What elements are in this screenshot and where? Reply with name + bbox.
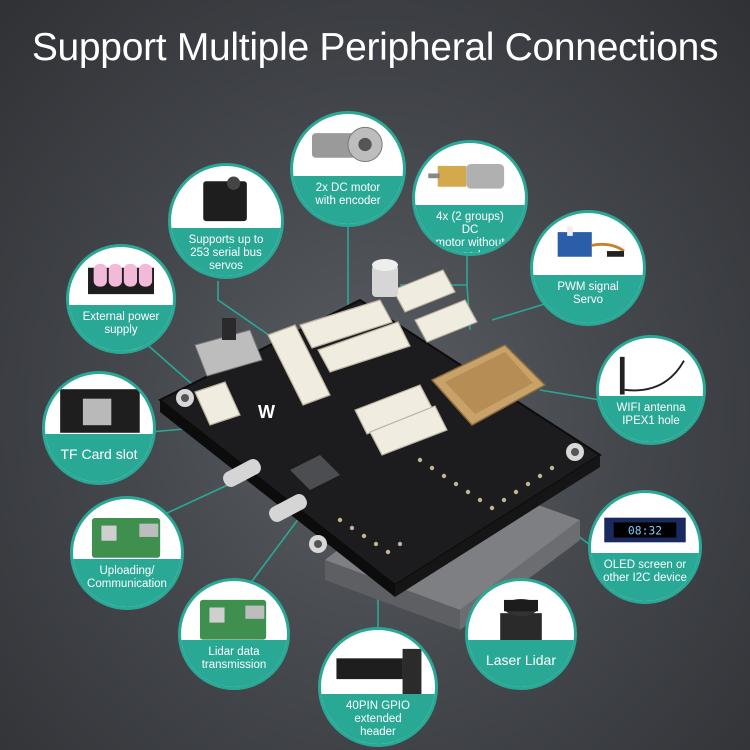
gpio-header-icon [336,648,422,695]
raspberry-pi-icon [91,517,161,558]
callout-gpio: 40PIN GPIO extended header [318,627,438,747]
callout-label: Laser Lidar [485,652,557,669]
page-title: Support Multiple Peripheral Connections [31,26,719,69]
callout-label: Uploading/ Communication [87,565,167,591]
callout-power: External power supply [66,244,176,354]
driver-board: W [158,259,602,597]
callout-label: 2x DC motor with encoder [315,181,381,207]
tf-card-icon [60,389,140,433]
callout-label: WIFI antenna IPEX1 hole [616,402,686,428]
callout-wifi: WIFI antenna IPEX1 hole [596,335,706,445]
gear-motor-icon [428,163,505,189]
battery-pack-icon [88,263,154,295]
lidar-icon [500,598,542,642]
callout-label: External power supply [82,311,160,337]
callout-tf-card: TF Card slot [42,371,156,485]
pwm-servo-icon [557,226,625,257]
antenna-icon [619,356,685,395]
board-logo: W [258,402,275,422]
callout-laser-lidar: Laser Lidar [465,578,577,690]
dc-motor-encoder-icon [311,126,383,163]
callout-label: 40PIN GPIO extended header [346,699,410,738]
oled-clock: 08:32 [628,524,662,538]
callout-label: PWM signal Servo [557,280,619,306]
callout-upload: Uploading/ Communication [70,496,184,610]
callout-dc-motor-no-encoder: 4x (2 groups) DC motor without encoder [412,140,528,256]
callout-pwm-servo: PWM signal Servo [530,210,646,326]
callout-label: 4x (2 groups) DC motor without encoder [435,210,505,256]
callout-label: Lidar data transmission [201,646,267,672]
callout-oled: 08:32 OLED screen or other I2C device [588,490,702,604]
callout-serial-servo: Supports up to 253 serial bus servos [168,163,284,279]
callout-label: Supports up to 253 serial bus servos [188,233,264,272]
callout-label: TF Card slot [60,446,138,463]
raspberry-pi-icon [199,599,267,640]
serial-servo-icon [203,176,247,222]
callout-lidar-data: Lidar data transmission [178,578,290,690]
callout-label: OLED screen or other I2C device [603,559,687,585]
oled-screen-icon: 08:32 [604,517,686,543]
callout-dc-motor-encoder: 2x DC motor with encoder [290,111,406,227]
